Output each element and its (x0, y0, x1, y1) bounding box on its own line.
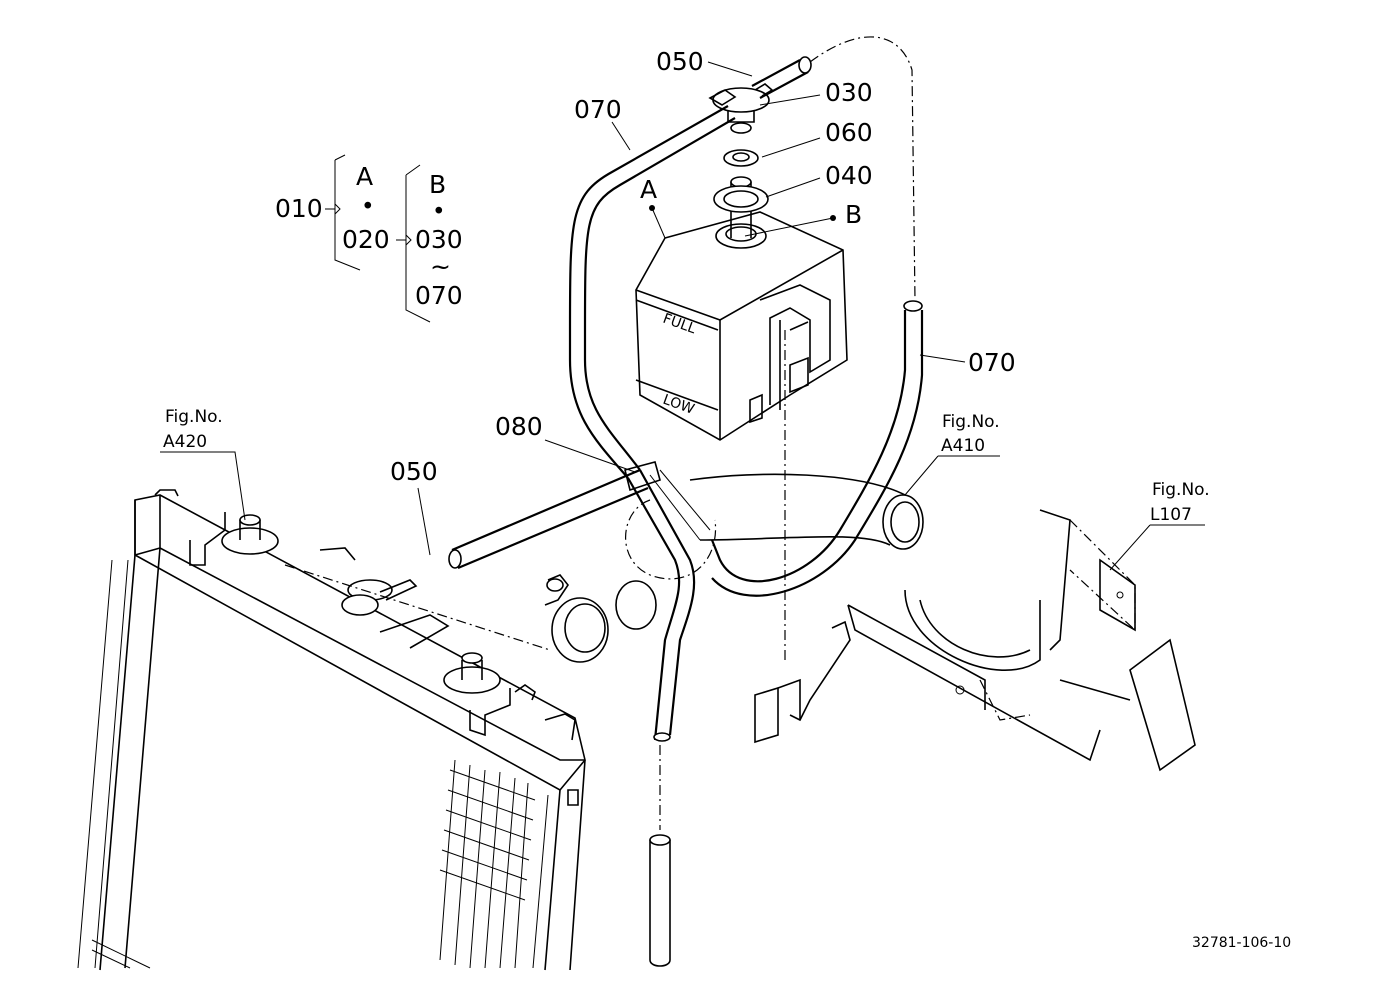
drawing-code: 32781-106-10 (1192, 935, 1291, 951)
legend-dot-1: • (361, 194, 375, 220)
ref-a420-number: A420 (163, 432, 207, 452)
radiator (77, 489, 586, 971)
assembly-legend: 010 A • 020 B • 030 ~ 070 (275, 154, 463, 323)
ref-l107-number: L107 (1150, 505, 1192, 525)
ref-a410-label: Fig.No. (942, 412, 1000, 432)
legend-b: B (429, 170, 446, 199)
part-label-050-top: 050 (656, 47, 704, 76)
part-label-080: 080 (495, 412, 543, 441)
part-label-070-right: 070 (968, 348, 1016, 377)
marker-a: A (640, 175, 657, 204)
legend-tilde: ~ (430, 252, 451, 281)
ref-l107-label: Fig.No. (1152, 480, 1210, 500)
bracket (754, 509, 1196, 772)
part-label-070-left: 070 (574, 95, 622, 124)
legend-dot-2: • (432, 199, 446, 225)
legend-020: 020 (342, 225, 390, 254)
tank-cap-parts (708, 83, 774, 238)
legend-030: 030 (415, 225, 463, 254)
leader-lines (160, 61, 1205, 571)
hoses (448, 36, 924, 967)
part-label-040: 040 (825, 161, 873, 190)
marker-b: B (845, 200, 862, 229)
ref-a410-number: A410 (941, 436, 985, 456)
legend-070: 070 (415, 281, 463, 310)
legend-a: A (356, 162, 373, 191)
clamp-parts (544, 473, 924, 663)
ref-a420-label: Fig.No. (165, 407, 223, 427)
part-label-050-mid: 050 (390, 457, 438, 486)
part-label-060: 060 (825, 118, 873, 147)
reserve-tank: FULL LOW (635, 211, 848, 441)
legend-010: 010 (275, 194, 323, 223)
part-label-030: 030 (825, 78, 873, 107)
